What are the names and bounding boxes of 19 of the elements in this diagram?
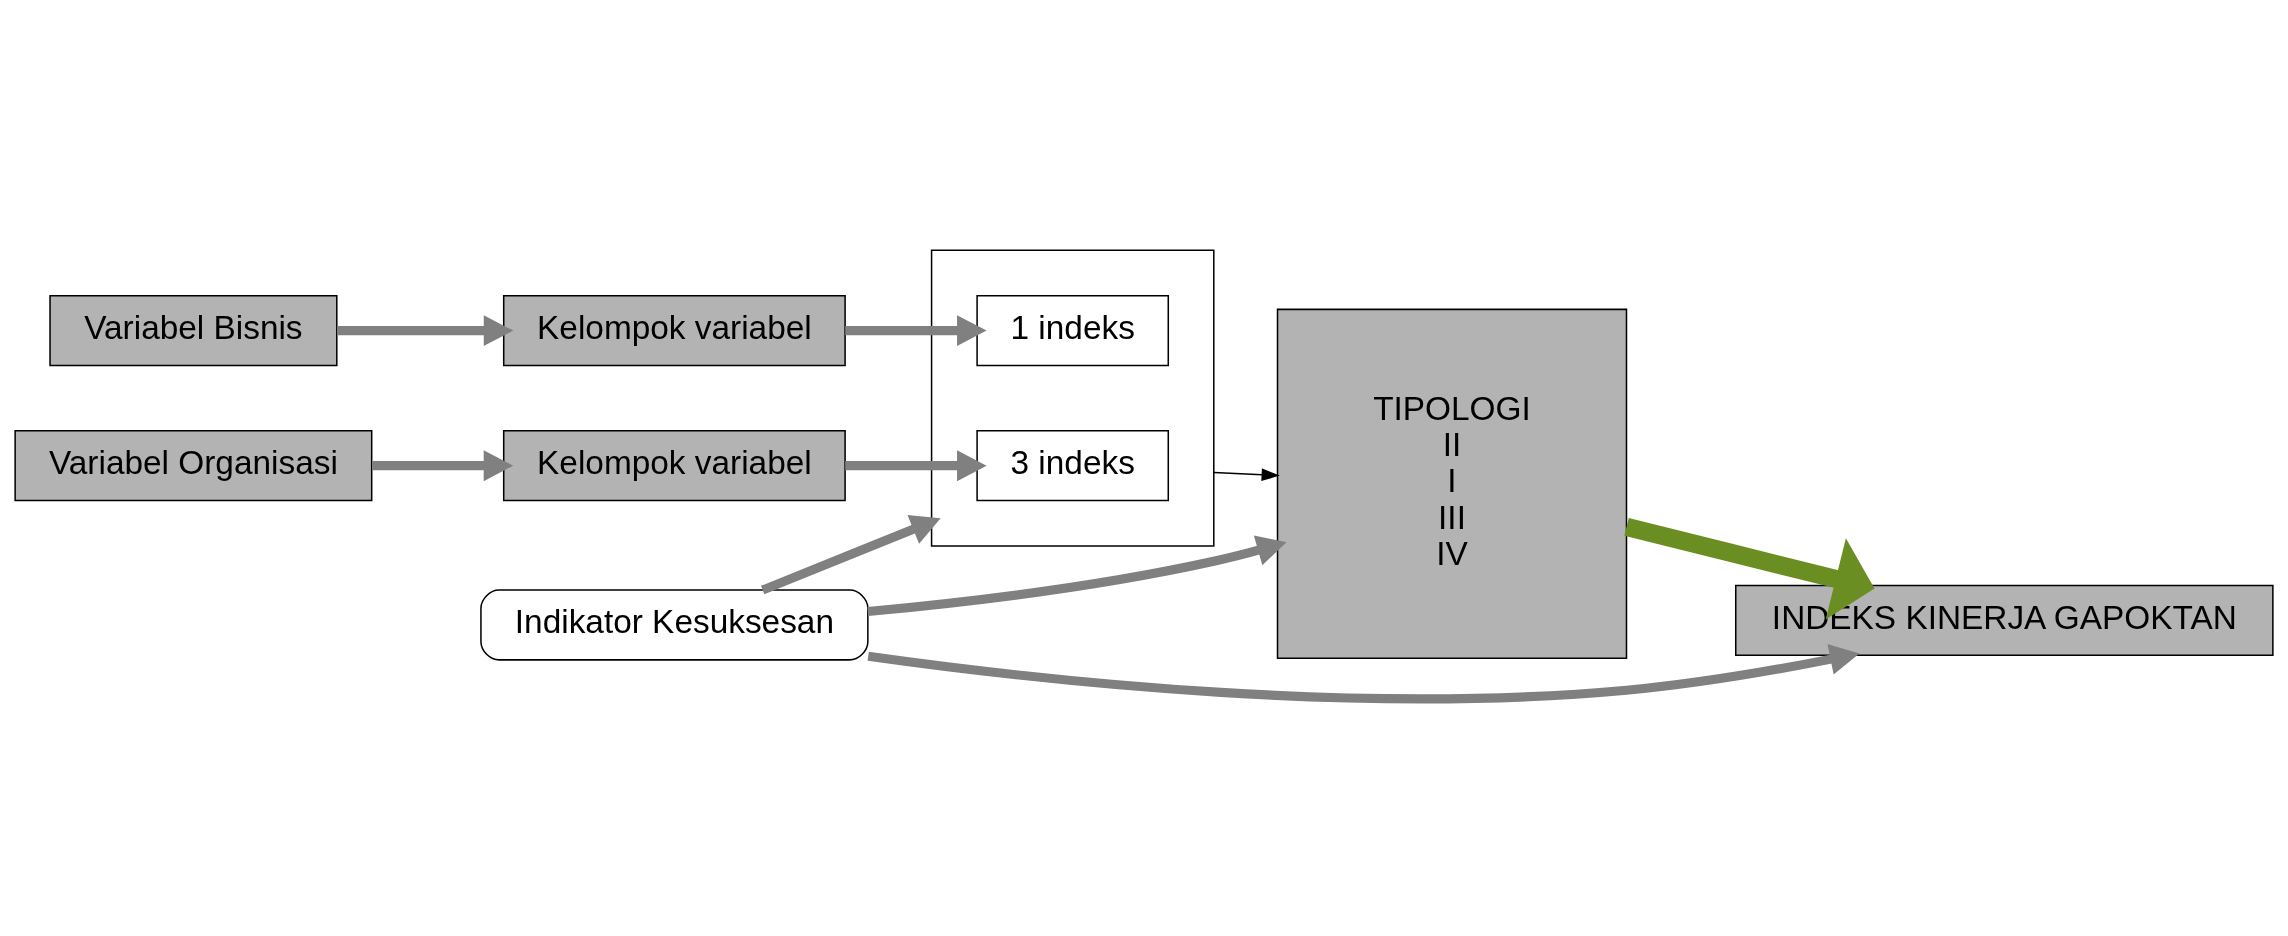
node-box: Variabel Bisnis bbox=[49, 294, 338, 366]
node-box: Variabel Organisasi bbox=[14, 429, 373, 501]
node-box: 1 indeks bbox=[976, 294, 1170, 366]
arrow bbox=[867, 534, 1287, 616]
node-box: Kelompok variabel bbox=[502, 294, 846, 366]
node-box: Kelompok variabel bbox=[502, 429, 846, 501]
node-box: TIPOLOGI II I III IV bbox=[1276, 308, 1628, 659]
arrow bbox=[337, 314, 514, 346]
arrow bbox=[760, 514, 941, 594]
arrow bbox=[845, 449, 987, 481]
arrow bbox=[1213, 467, 1280, 481]
arrow bbox=[372, 449, 514, 481]
cluster bbox=[930, 248, 1215, 547]
arrow bbox=[1624, 517, 1875, 620]
node-box: 3 indeks bbox=[976, 429, 1170, 501]
arrow bbox=[845, 314, 987, 346]
node-box: INDEKS KINERJA GAPOKTAN bbox=[1735, 584, 2274, 656]
node-box: Indikator Kesuksesan bbox=[480, 588, 869, 661]
arrow bbox=[867, 643, 1860, 703]
